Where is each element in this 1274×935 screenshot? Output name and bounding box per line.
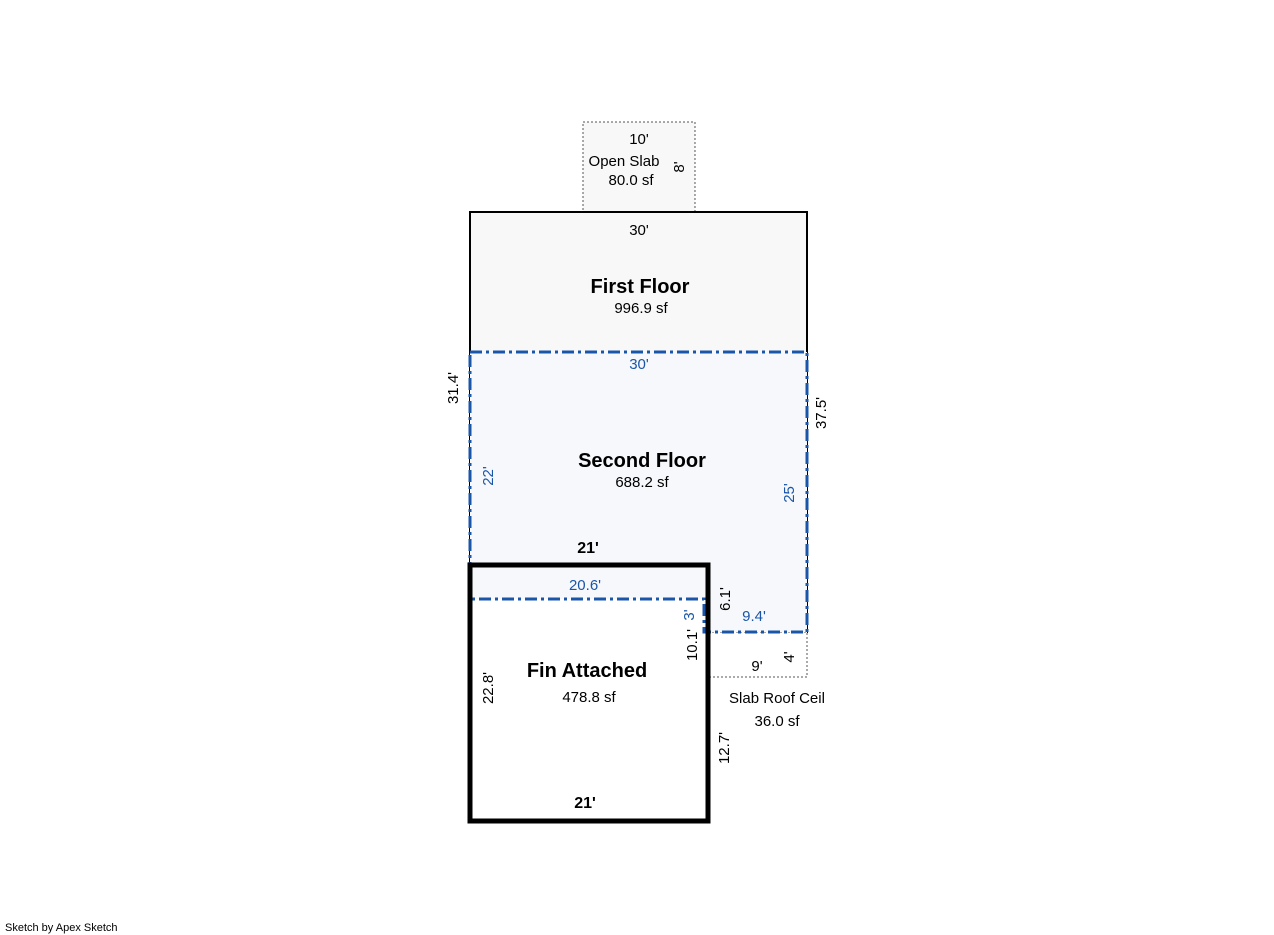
slab-roof-ceil-area-label: 36.0 sf — [754, 713, 800, 730]
second-floor-left-dim: 22' — [480, 466, 497, 486]
second-floor-name: Second Floor — [578, 450, 706, 472]
slab-roof-ceil-width: 9' — [751, 658, 762, 675]
first-floor-right-dim: 37.5' — [813, 397, 830, 429]
open-slab-area-label: 80.0 sf — [608, 172, 654, 189]
fin-attached-left-dim: 22.8' — [480, 672, 497, 704]
fin-attached-bottom-dim: 21' — [574, 795, 596, 812]
slab-roof-ceil-name: Slab Roof Ceil — [729, 690, 825, 707]
notch-side-dim: 6.1' — [717, 587, 734, 611]
fin-attached-top-dim: 21' — [577, 540, 599, 557]
fin-attached-right-upper-dim: 10.1' — [684, 629, 701, 661]
fin-attached-outline — [467, 562, 711, 824]
sketch-credit: Sketch by Apex Sketch — [5, 922, 118, 934]
open-slab-width: 10' — [629, 131, 649, 148]
second-floor-outline — [468, 350, 809, 634]
slab-roof-ceil-area — [707, 631, 808, 678]
first-floor-area: 996.9 sf — [614, 300, 668, 317]
fin-attached-name: Fin Attached — [527, 660, 647, 682]
first-floor-top-dim: 30' — [629, 222, 649, 239]
first-floor-left-dim: 31.4' — [445, 372, 462, 404]
fin-attached-right-lower-dim: 12.7' — [716, 732, 733, 764]
second-floor-step-side-dim: 3' — [681, 609, 698, 620]
open-slab-name: Open Slab — [589, 153, 660, 170]
slab-roof-ceil-depth: 4' — [781, 651, 798, 662]
second-floor-top-dim: 30' — [629, 356, 649, 373]
second-floor-right-dim: 25' — [781, 483, 798, 503]
second-floor-area: 688.2 sf — [615, 474, 669, 491]
first-floor-name: First Floor — [591, 276, 690, 298]
second-floor-step-bottom-dim: 9.4' — [742, 608, 766, 625]
open-slab-depth: 8' — [671, 161, 688, 172]
fin-attached-area: 478.8 sf — [562, 689, 616, 706]
second-floor-bottom-dim: 20.6' — [569, 577, 601, 594]
open-slab-area — [582, 121, 696, 213]
